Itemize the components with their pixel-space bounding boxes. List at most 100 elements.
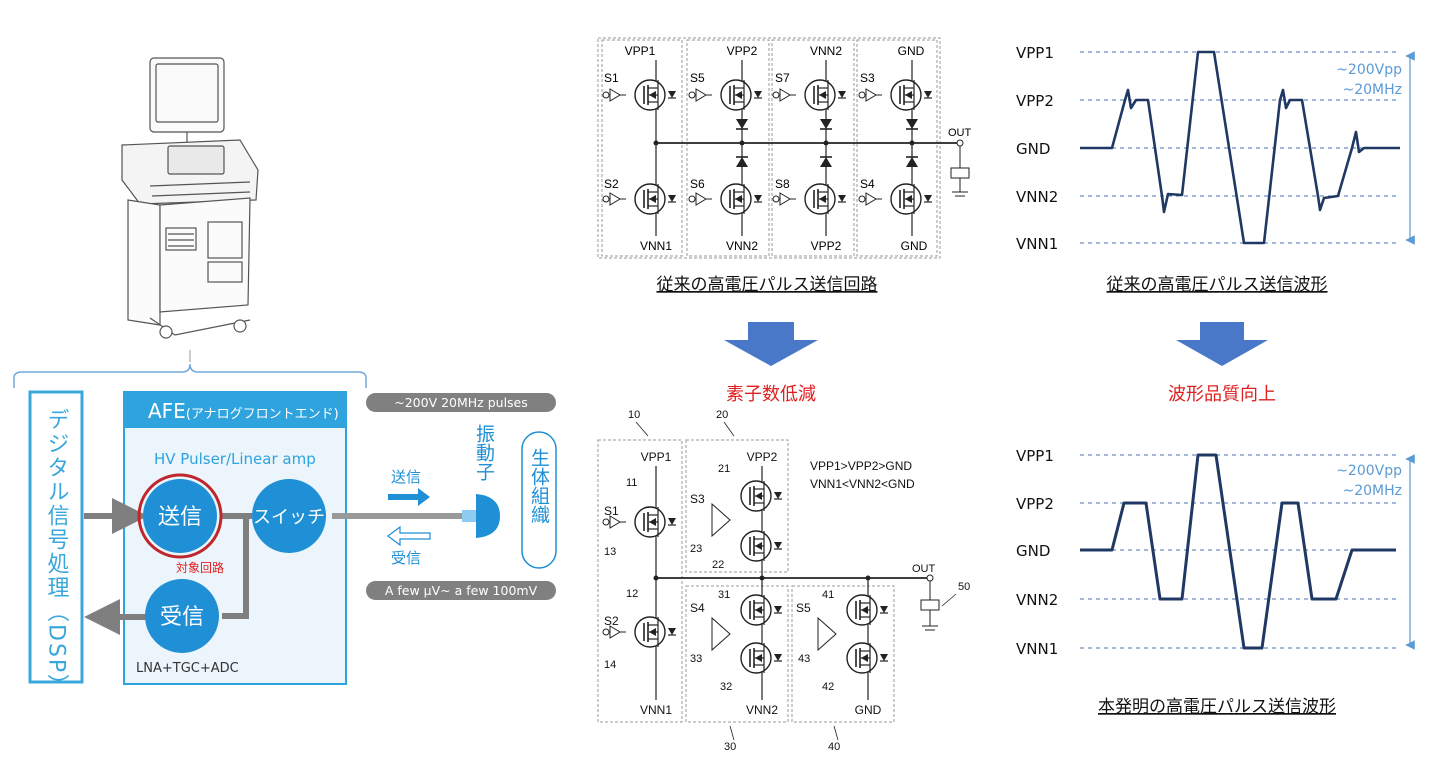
- new-range-freq: ~20MHz: [1343, 483, 1403, 499]
- new-circuit: 10 11 12 13 14 20 21 22 23 30 31 32 33 4…: [597, 409, 970, 753]
- transducer-label: 振動子: [473, 424, 495, 481]
- switch-to-rx-line: [222, 516, 249, 619]
- switch-circle: [252, 479, 326, 553]
- conv-level-vnn2: VNN2: [1016, 188, 1058, 206]
- ref-10: 10: [628, 409, 640, 421]
- conv-level-vpp1: VPP1: [1016, 44, 1054, 62]
- pulse-pill-label: ~200V 20MHz pulses: [394, 395, 528, 410]
- conv-rail-bot-4: GND: [901, 239, 928, 253]
- rx-label: 受信: [160, 605, 204, 630]
- recv-label: 受信: [391, 549, 421, 567]
- conv-rail-top-4: GND: [898, 44, 925, 58]
- ref-41: 41: [822, 589, 834, 601]
- ref-33: 33: [690, 653, 702, 665]
- afe-header: [124, 392, 346, 428]
- conv-range-vpp: ~200Vpp: [1336, 62, 1402, 78]
- ref-31: 31: [718, 589, 730, 601]
- waveform-quality-label: 波形品質向上: [1168, 384, 1276, 405]
- conv-level-gnd: GND: [1016, 140, 1050, 158]
- new-waveform-trace: [1080, 453, 1396, 650]
- new-level-vpp1: VPP1: [1016, 447, 1054, 465]
- conv-switch-s3: S3: [860, 71, 875, 85]
- new-switch-s5: S5: [796, 601, 811, 615]
- send-arrow: [388, 488, 430, 506]
- down-arrow-waveform: [1176, 322, 1268, 366]
- rail-vpp1: VPP1: [641, 450, 672, 464]
- conv-waveform-trace: [1080, 50, 1400, 245]
- relation-1: VPP1>VPP2>GND: [810, 459, 912, 473]
- dsp-box: [28, 390, 84, 684]
- conv-switch-s8: S8: [775, 177, 790, 191]
- conv-circuit-caption: 従来の高電圧パルス送信回路: [657, 275, 878, 295]
- ultrasound-machine-illustration: [121, 57, 259, 362]
- new-level-gnd: GND: [1016, 542, 1050, 560]
- conv-switch-s6: S6: [690, 177, 705, 191]
- conv-out-label: OUT: [948, 127, 972, 139]
- tx-circle: [143, 479, 217, 553]
- tx-label: 送信: [158, 505, 202, 530]
- send-label: 送信: [391, 468, 421, 486]
- tx-target-ring: [137, 473, 223, 559]
- relation-2: VNN1<VNN2<GND: [810, 477, 915, 491]
- new-out-label: OUT: [912, 563, 936, 575]
- switch-label: スイッチ: [253, 507, 325, 528]
- conv-waveform-panel: VPP1 VPP2 GND VNN2 VNN1 ~200Vpp ~20MHz: [1016, 44, 1415, 253]
- conv-switch-s4: S4: [860, 177, 875, 191]
- conv-switch-s5: S5: [690, 71, 705, 85]
- ref-12: 12: [626, 588, 638, 600]
- ref-40: 40: [828, 741, 840, 753]
- hv-pulser-label: HV Pulser/Linear amp: [154, 450, 316, 468]
- ref-22: 22: [712, 559, 724, 571]
- conv-rail-bot-2: VNN2: [726, 239, 758, 253]
- target-circuit-label: 対象回路: [176, 560, 224, 575]
- ref-42: 42: [822, 681, 834, 693]
- conventional-circuit: VPP1 VPP2 VNN2 GND VNN1 VNN2 VPP2 GND S1…: [597, 37, 972, 259]
- ref-21: 21: [718, 463, 730, 475]
- rail-vnn1: VNN1: [640, 703, 672, 717]
- rail-vnn2: VNN2: [746, 703, 778, 717]
- rx-pill: [366, 581, 556, 600]
- new-waveform-caption: 本発明の高電圧パルス送信波形: [1098, 697, 1336, 717]
- rail-gnd: GND: [855, 703, 882, 717]
- new-level-vnn1: VNN1: [1016, 640, 1058, 658]
- new-level-vnn2: VNN2: [1016, 591, 1058, 609]
- lna-label: LNA+TGC+ADC: [136, 661, 239, 676]
- recv-arrow: [387, 525, 431, 547]
- rx-circle: [145, 579, 219, 653]
- tissue-box: [521, 431, 557, 569]
- tissue-label: 生体組織: [528, 448, 550, 524]
- new-level-vpp2: VPP2: [1016, 495, 1054, 513]
- new-range-vpp: ~200Vpp: [1336, 463, 1402, 479]
- afe-title: AFE(アナログフロントエンド): [148, 399, 339, 423]
- new-switch-s3: S3: [690, 492, 705, 506]
- ref-13: 13: [604, 546, 616, 558]
- ref-14: 14: [604, 659, 616, 671]
- conv-rail-top-3: VNN2: [810, 44, 842, 58]
- ref-43: 43: [798, 653, 810, 665]
- conv-level-vpp2: VPP2: [1016, 92, 1054, 110]
- conv-rail-bot-3: VPP2: [811, 239, 842, 253]
- dsp-label: デジタル信号処理（DSP）: [44, 408, 70, 698]
- conv-rail-top-1: VPP1: [625, 44, 656, 58]
- ref-20: 20: [716, 409, 728, 421]
- pulse-pill: [366, 393, 556, 412]
- new-waveform-panel: VPP1 VPP2 GND VNN2 VNN1 ~200Vpp ~20MHz: [1016, 447, 1415, 658]
- ref-11: 11: [626, 477, 637, 489]
- down-arrow-circuit: [724, 322, 818, 366]
- new-switch-s2: S2: [604, 614, 619, 628]
- conv-level-vnn1: VNN1: [1016, 235, 1058, 253]
- ref-30: 30: [724, 741, 736, 753]
- ref-23: 23: [690, 543, 702, 555]
- conv-switch-s2: S2: [604, 177, 619, 191]
- conv-range-freq: ~20MHz: [1343, 82, 1403, 98]
- rx-pill-label: A few μV~ a few 100mV: [385, 583, 538, 598]
- conv-rail-bot-1: VNN1: [640, 239, 672, 253]
- transducer-probe-icon: [462, 494, 500, 538]
- ref-50: 50: [958, 581, 970, 593]
- new-switch-s4: S4: [690, 601, 705, 615]
- conv-rail-top-2: VPP2: [727, 44, 758, 58]
- conv-switch-s1: S1: [604, 71, 619, 85]
- conv-waveform-caption: 従来の高電圧パルス送信波形: [1107, 275, 1328, 295]
- element-reduction-label: 素子数低減: [726, 384, 816, 405]
